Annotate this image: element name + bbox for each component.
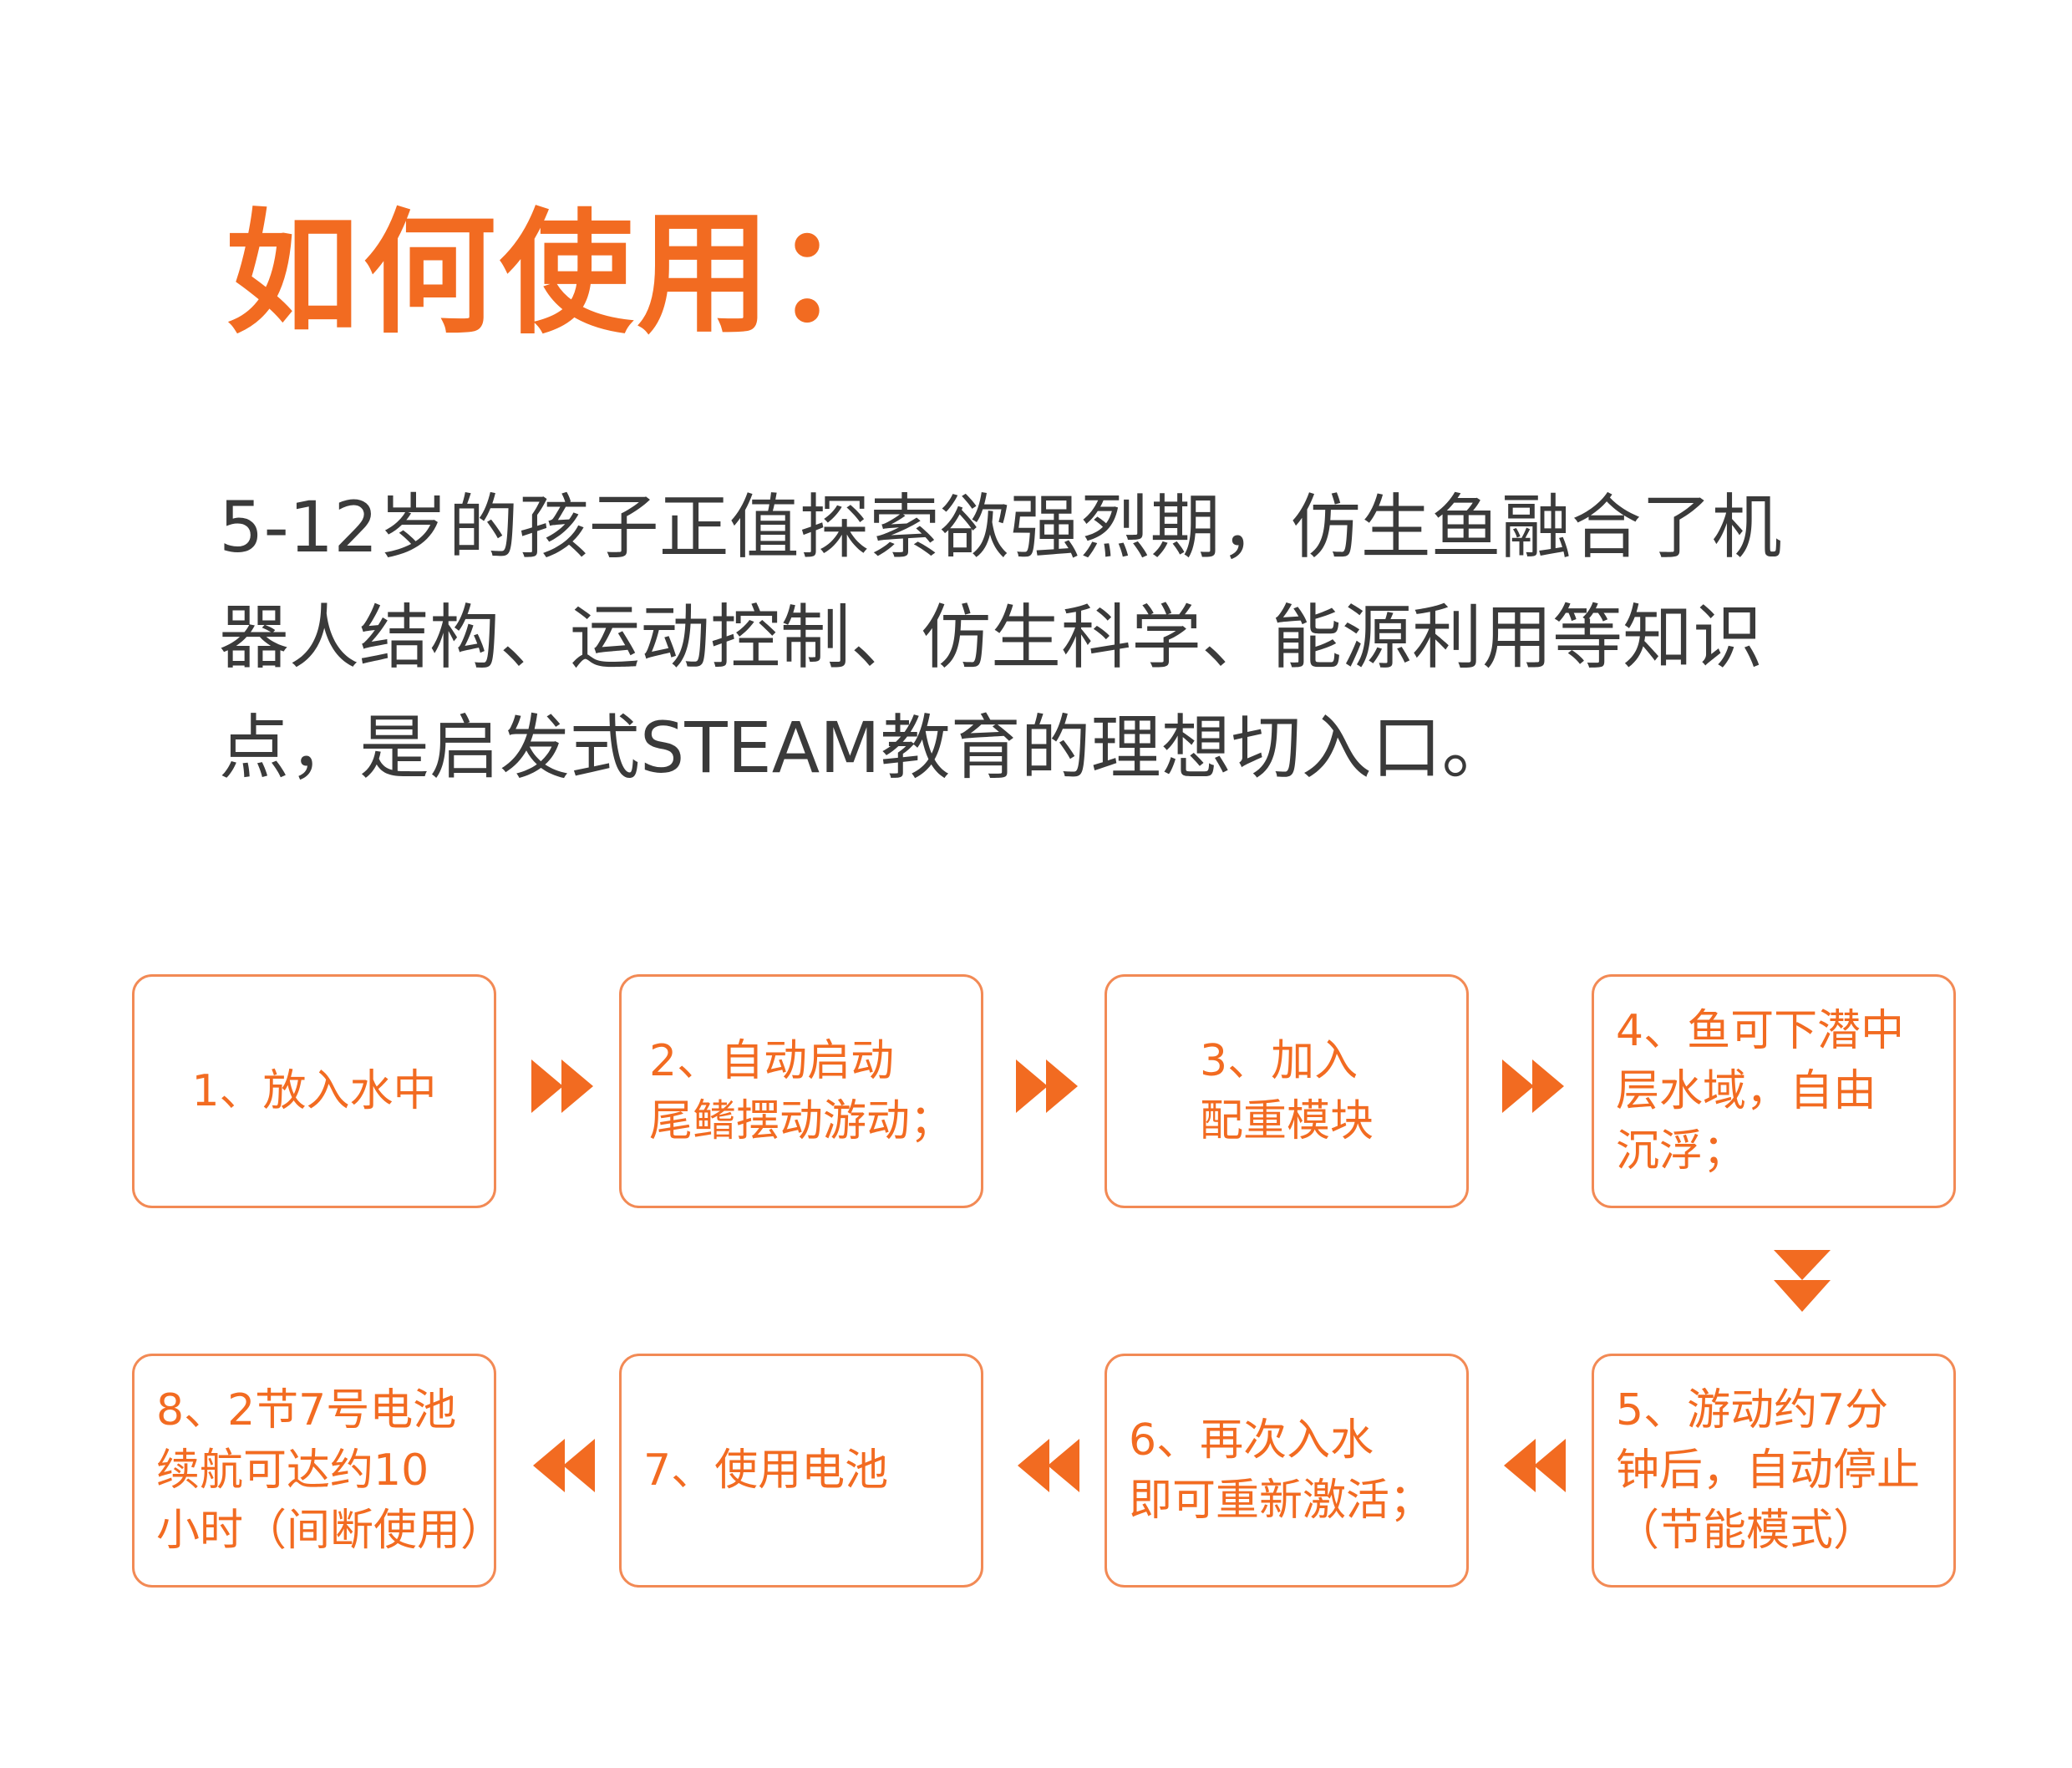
step-7-box: 7、使用电池	[619, 1354, 983, 1588]
step-4-text-line-3: 沉浮；	[1616, 1126, 1747, 1176]
step-1-box: 1、放入水中	[132, 974, 496, 1208]
step-5-text-line-3: （节能模式）	[1616, 1506, 1877, 1556]
intro-line: 5-12岁的孩子正值探索欲强烈期，仿生鱼融合了机	[219, 486, 1782, 568]
step-4-text-line-2: 层水域，自由	[1616, 1066, 1877, 1116]
step-8-text-line-1: 8、2节7号电池	[156, 1385, 457, 1435]
step-6-box: 6、再次入水 即可重新激活；	[1105, 1354, 1469, 1588]
step-8-text-line-2: 续航可达约10	[156, 1445, 429, 1496]
step-8-text-line-3: 小时（间断使用）	[156, 1506, 505, 1556]
step-2-text-line-2: 尾鳍摆动游动；	[648, 1096, 953, 1146]
step-3-box: 3、加入 配重模块	[1105, 974, 1469, 1208]
step-4-text-line-1: 4、鱼可下潜中	[1616, 1006, 1905, 1056]
intro-line: 器人结构、运动控制、仿生科学、能源利用等知识	[219, 597, 1764, 678]
double-arrow-left-icon	[528, 1430, 598, 1501]
double-arrow-left-icon	[1013, 1430, 1083, 1501]
page-title: 如何使用：	[226, 196, 912, 352]
double-arrow-right-icon	[1013, 1051, 1083, 1121]
step-8-box: 8、2节7号电池 续航可达约10 小时（间断使用）	[132, 1354, 505, 1588]
step-2-box: 2、自动启动 尾鳍摆动游动；	[619, 974, 983, 1208]
double-arrow-down-icon	[1767, 1247, 1837, 1317]
step-2-text-line-1: 2、自动启动	[648, 1036, 895, 1086]
double-arrow-right-icon	[1499, 1051, 1569, 1121]
step-5-text-line-1: 5、游动约7分	[1616, 1385, 1889, 1435]
step-5-text-line-2: 钟后，自动停止	[1616, 1445, 1921, 1496]
intro-line: 点，是启发式STEAM教育的理想切入口。	[219, 707, 1512, 789]
intro-paragraph: 5-12岁的孩子正值探索欲强烈期，仿生鱼融合了机 器人结构、运动控制、仿生科学、…	[219, 472, 1890, 803]
step-3-text-line-1: 3、加入	[1199, 1036, 1358, 1086]
step-6-text-line-1: 6、再次入水	[1129, 1415, 1374, 1466]
step-5-box: 5、游动约7分 钟后，自动停止 （节能模式）	[1592, 1354, 1956, 1588]
double-arrow-right-icon	[528, 1051, 598, 1121]
double-arrow-left-icon	[1499, 1430, 1569, 1501]
step-6-text-line-2: 即可重新激活；	[1129, 1476, 1434, 1526]
step-1-text: 1、放入水中	[191, 1066, 437, 1116]
step-4-box: 4、鱼可下潜中 层水域，自由 沉浮；	[1592, 974, 1956, 1208]
step-3-text-line-2: 配重模块	[1199, 1096, 1374, 1146]
step-7-text: 7、使用电池	[643, 1445, 889, 1496]
